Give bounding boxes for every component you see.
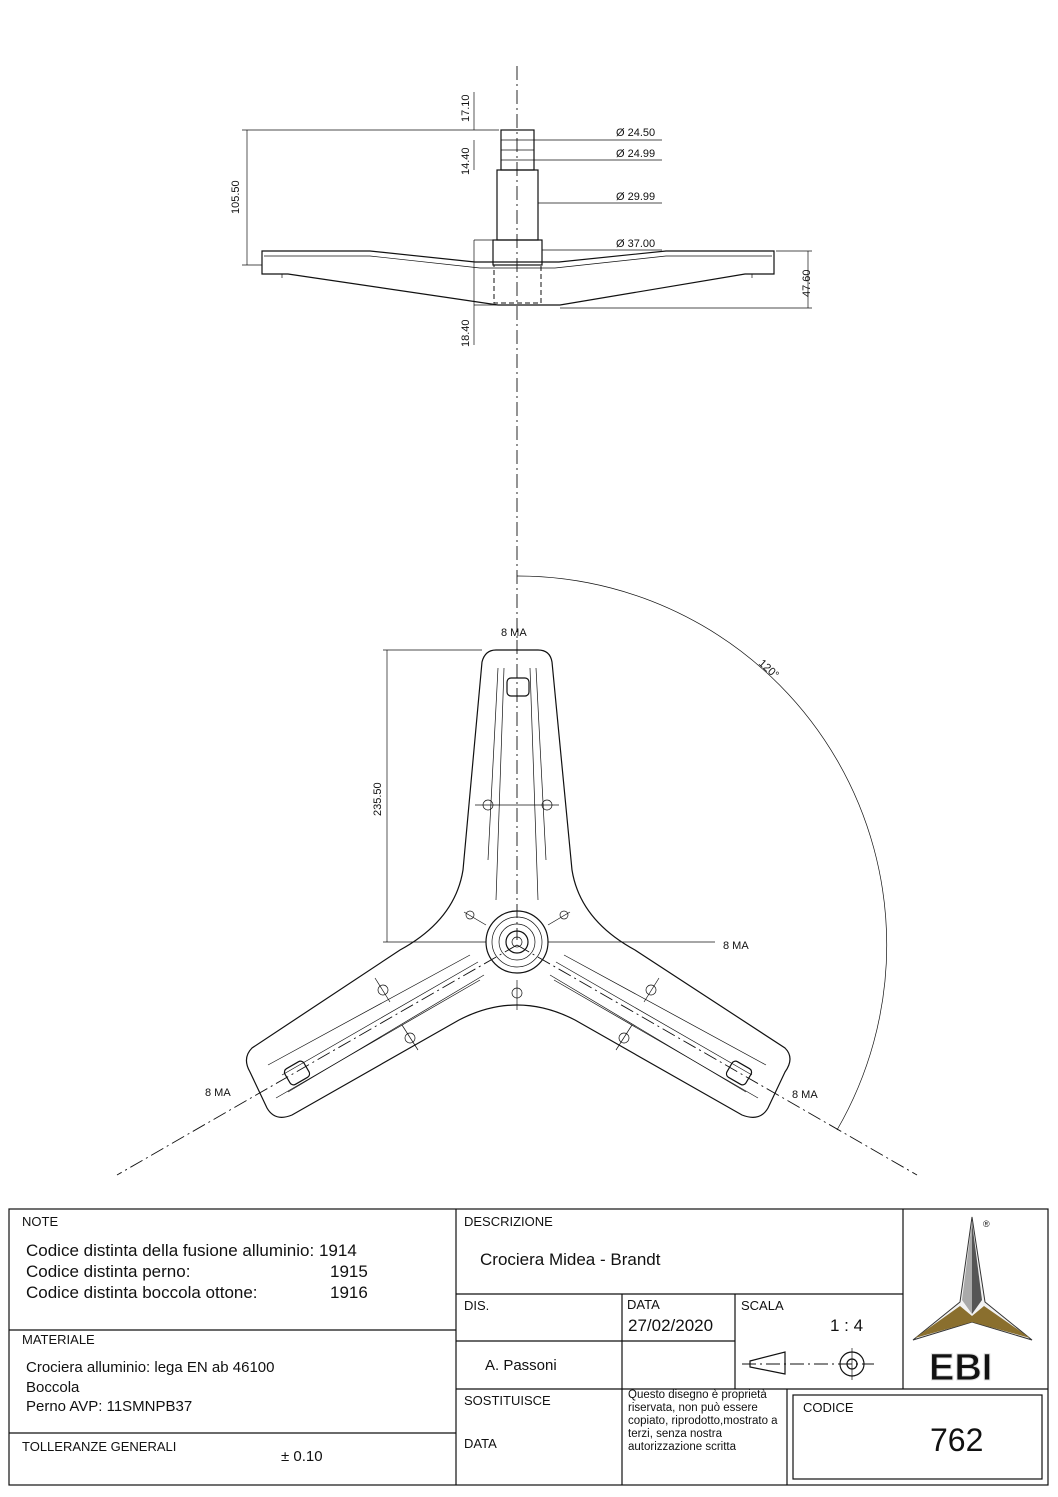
material-label: MATERIALE xyxy=(22,1332,95,1347)
shaft-body xyxy=(496,169,539,241)
dim-105-50: 105.50 xyxy=(230,180,242,214)
projection-symbol xyxy=(742,1348,874,1380)
material-2: Boccola xyxy=(26,1379,80,1396)
hidden-bushing xyxy=(493,264,542,304)
dia-29-99: Ø 29.99 xyxy=(616,191,655,203)
data-label: DATA xyxy=(627,1297,660,1312)
slot-left xyxy=(283,1060,311,1086)
sostituisce-label: SOSTITUISCE xyxy=(464,1393,551,1408)
disclaimer: Questo disegno è proprietà riservata, no… xyxy=(628,1389,778,1453)
side-view: 17.10 14.40 105.50 47.60 18.40 Ø 24.50 Ø… xyxy=(230,66,813,640)
spider-profile xyxy=(261,250,775,306)
dis-value: A. Passoni xyxy=(485,1357,557,1374)
codice-value: 762 xyxy=(930,1422,984,1458)
logo-text: EBI xyxy=(929,1347,992,1389)
plan-view: 120° xyxy=(116,575,918,1176)
dim-18-40: 18.40 xyxy=(460,319,472,347)
centerline-left-arm xyxy=(116,944,518,1176)
scala-value: 1 : 4 xyxy=(830,1316,864,1335)
dia-24-50: Ø 24.50 xyxy=(616,127,655,139)
slot-top xyxy=(506,677,530,697)
note-line-2: Codice distinta perno: xyxy=(26,1262,191,1281)
note-label: NOTE xyxy=(22,1214,59,1229)
mark-8ma-right: 8 MA xyxy=(792,1089,818,1101)
mark-8ma-top: 8 MA xyxy=(501,627,527,639)
dim-14-40: 14.40 xyxy=(460,147,472,175)
note-value-1: 1914 xyxy=(318,1241,357,1260)
registered-mark: ® xyxy=(983,1219,990,1229)
mark-8ma-center: 8 MA xyxy=(723,940,749,952)
dia-24-99: Ø 24.99 xyxy=(616,148,655,160)
dia-37-00: Ø 37.00 xyxy=(616,238,655,250)
centerline-right-arm xyxy=(516,944,918,1176)
scala-label: SCALA xyxy=(741,1298,784,1313)
dim-47-60: 47.60 xyxy=(801,269,813,297)
codice-label: CODICE xyxy=(803,1400,854,1415)
dim-235-50: 235.50 xyxy=(372,782,384,816)
title-block-frame: EBI ® xyxy=(8,1208,1049,1486)
tolerance-value: ± 0.10 xyxy=(281,1448,323,1465)
note-value-2: 1915 xyxy=(330,1262,368,1281)
data2-label: DATA xyxy=(464,1436,497,1451)
note-text-1: Codice distinta della fusione alluminio: xyxy=(26,1241,315,1260)
description-label: DESCRIZIONE xyxy=(464,1214,553,1229)
note-line-1: Codice distinta della fusione alluminio:… xyxy=(26,1241,357,1261)
angle-arc xyxy=(516,575,888,1131)
codice-box xyxy=(792,1394,1043,1480)
description-value: Crociera Midea - Brandt xyxy=(480,1250,661,1269)
material-3: Perno AVP: 11SMNPB37 xyxy=(26,1398,193,1415)
material-1: Crociera alluminio: lega EN ab 46100 xyxy=(26,1359,275,1376)
note-line-3: Codice distinta boccola ottone: xyxy=(26,1283,258,1302)
hub-outer xyxy=(485,910,549,974)
dim-17-10: 17.10 xyxy=(460,94,472,122)
spider-outline xyxy=(245,649,791,1118)
shaft-collar xyxy=(492,239,543,266)
angle-label: 120° xyxy=(756,657,781,681)
ebi-logo: EBI ® xyxy=(912,1216,1033,1390)
date-value: 27/02/2020 xyxy=(628,1316,714,1335)
dis-label: DIS. xyxy=(464,1298,490,1313)
slot-right xyxy=(725,1060,753,1086)
note-value-3: 1916 xyxy=(330,1283,368,1302)
mark-8ma-left: 8 MA xyxy=(205,1087,231,1099)
tolerance-label: TOLLERANZE GENERALI xyxy=(22,1439,177,1454)
